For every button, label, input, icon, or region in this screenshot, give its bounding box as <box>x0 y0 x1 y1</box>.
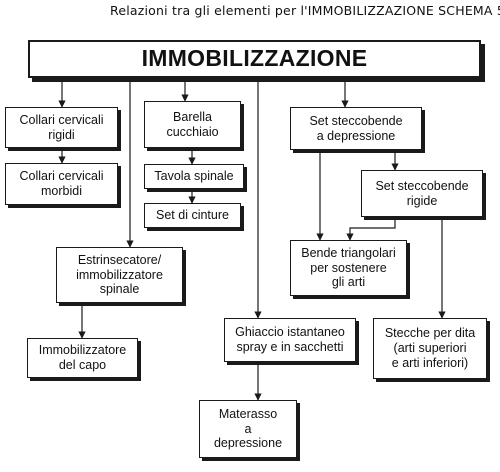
diagram-caption: Relazioni tra gli elementi per l'IMMOBIL… <box>110 3 500 18</box>
node-set-steccobende-rigide: Set steccobende rigide <box>361 170 483 217</box>
node-immobilizzatore-del-capo: Immobilizzatore del capo <box>27 338 138 378</box>
node-stecche-per-dita: Stecche per dita (arti superiori e arti … <box>373 318 487 379</box>
node-collari-cervicali-rigidi: Collari cervicali rigidi <box>5 107 118 148</box>
node-immobilizzazione: IMMOBILIZZAZIONE <box>28 40 481 78</box>
node-bende-triangolari: Bende triangolari per sostenere gli arti <box>290 240 407 296</box>
edge-set-rigide-bende <box>346 217 396 241</box>
node-set-steccobende-depressione: Set steccobende a depressione <box>290 107 422 150</box>
node-barella-cucchiaio: Barella cucchiaio <box>144 101 241 148</box>
node-materasso-a-depressione: Materasso a depressione <box>199 400 297 458</box>
node-collari-cervicali-morbidi: Collari cervicali morbidi <box>5 163 118 205</box>
node-tavola-spinale: Tavola spinale <box>144 164 244 189</box>
node-estrinsecatore: Estrinsecatore/ immobilizzatore spinale <box>56 247 183 303</box>
node-set-di-cinture: Set di cinture <box>144 203 241 228</box>
node-ghiaccio-istantaneo: Ghiaccio istantaneo spray e in sacchetti <box>224 318 356 362</box>
